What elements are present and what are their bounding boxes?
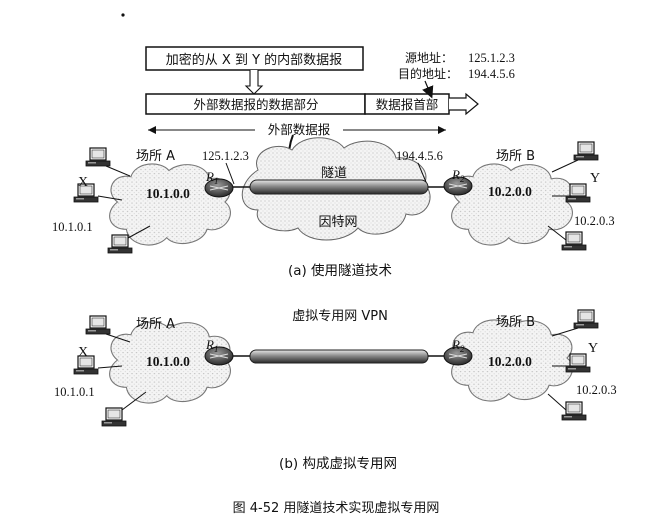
- vpn-label: 虚拟专用网 VPN: [292, 309, 388, 324]
- router-r2-label: R2: [451, 167, 465, 184]
- outer-datagram-extent: 外部数据报: [148, 122, 446, 137]
- router-r1-label: R1: [205, 169, 218, 186]
- net-a-label: 10.1.0.0: [146, 186, 190, 201]
- pc-a-top-icon: [85, 147, 111, 167]
- r2-ip-label: 194.4.5.6: [396, 149, 443, 163]
- dest-pointer: [422, 80, 434, 99]
- pc-a-bottom-b-icon: [101, 407, 127, 427]
- figure-caption: 图 4-52 用隧道技术实现虚拟专用网: [233, 500, 440, 516]
- stray-dot: [121, 13, 125, 17]
- source-address-label: 源地址：: [405, 51, 453, 65]
- ip-y-label: 10.2.0.3: [574, 214, 615, 228]
- ip-x-label-b: 10.1.0.1: [54, 385, 95, 399]
- vpn-pipe: [249, 349, 429, 364]
- net-b-label: 10.2.0.0: [488, 184, 532, 199]
- caption-a: (a) 使用隧道技术: [288, 262, 392, 279]
- net-a-label-b: 10.1.0.0: [146, 354, 190, 369]
- site-b-cloud: [451, 163, 573, 246]
- encapsulate-arrow: [244, 70, 264, 95]
- dest-address-label: 目的地址：: [398, 66, 458, 81]
- host-x-label-b: X: [78, 345, 88, 360]
- pc-y-b-icon: [565, 353, 591, 373]
- site-a-label-b: 场所 A: [136, 317, 175, 332]
- source-address: 125.1.2.3: [468, 51, 515, 65]
- r1-ip-label: 125.1.2.3: [202, 149, 249, 163]
- ip-y-label-b: 10.2.0.3: [576, 383, 617, 397]
- outer-data-part-label: 外部数据报的数据部分: [193, 97, 318, 112]
- diagram-a: 场所 A 场所 B 10.1.0.0 10.2.0.0 X Y 10.1.0.1…: [52, 137, 615, 279]
- tunnel-pipe: [249, 179, 429, 195]
- pc-a-top-b-icon: [85, 315, 111, 335]
- pc-b-top-icon: [573, 141, 599, 161]
- pc-y-icon: [565, 183, 591, 203]
- outer-datagram-box: 外部数据报的数据部分 数据报首部: [145, 92, 479, 116]
- pc-b-bottom-b-icon: [561, 401, 587, 421]
- inner-datagram-box: 加密的从 X 到 Y 的内部数据报: [145, 46, 364, 71]
- site-b-label-b: 场所 B: [496, 315, 535, 330]
- host-y-label: Y: [590, 171, 600, 186]
- dest-address: 194.4.5.6: [468, 67, 515, 81]
- header-label: 数据报首部: [376, 97, 439, 112]
- pc-b-bottom-icon: [561, 231, 587, 251]
- router-r1-b-label: R1: [205, 337, 218, 354]
- router-r2-b-label: R2: [451, 337, 465, 354]
- outer-datagram-label: 外部数据报: [268, 122, 331, 137]
- site-a-label: 场所 A: [136, 149, 175, 164]
- inner-datagram-label: 加密的从 X 到 Y 的内部数据报: [166, 52, 342, 68]
- diagram-b: 场所 A 场所 B 10.1.0.0 10.2.0.0 X Y 10.1.0.1…: [54, 309, 617, 472]
- host-y-label-b: Y: [588, 341, 598, 356]
- pc-b-top-b-icon: [573, 309, 599, 329]
- tunnel-label: 隧道: [321, 165, 347, 181]
- router-r2-icon: [443, 176, 473, 196]
- ip-x-label: 10.1.0.1: [52, 220, 93, 234]
- caption-b: (b) 构成虚拟专用网: [279, 456, 397, 472]
- net-b-label-b: 10.2.0.0: [488, 354, 532, 369]
- router-r1-icon: [204, 178, 234, 198]
- router-r1-b-icon: [204, 346, 234, 366]
- host-x-label: X: [78, 175, 88, 190]
- site-b-label: 场所 B: [496, 149, 535, 164]
- internet-label: 因特网: [318, 215, 357, 230]
- router-r2-b-icon: [443, 346, 473, 366]
